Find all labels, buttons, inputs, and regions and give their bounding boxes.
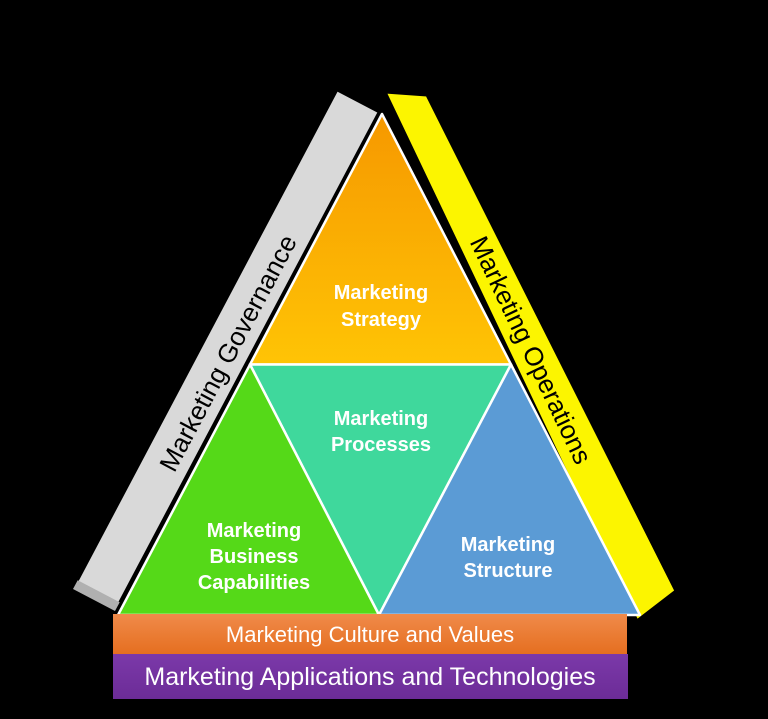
strategy-label-line2: Strategy [341, 309, 422, 331]
processes-label-line2: Processes [331, 434, 431, 456]
applications-technologies-bar-label: Marketing Applications and Technologies [144, 663, 595, 691]
business-capabilities-label-line2: Business [210, 546, 299, 568]
governance-bar-end-shade [73, 580, 120, 611]
structure-label: Marketing Structure [461, 534, 555, 582]
processes-label: Marketing Processes [331, 408, 431, 456]
business-capabilities-label-line1: Marketing [207, 520, 301, 542]
applications-technologies-bar [113, 654, 628, 699]
strategy-label: Marketing Strategy [334, 282, 428, 331]
structure-label-line2: Structure [464, 560, 553, 582]
structure-label-line1: Marketing [461, 534, 555, 556]
strategy-label-line1: Marketing [334, 282, 428, 304]
processes-label-line1: Marketing [334, 408, 428, 430]
culture-values-bar [113, 614, 627, 654]
business-capabilities-label: Marketing Business Capabilities [198, 520, 310, 594]
culture-values-bar-label: Marketing Culture and Values [226, 622, 514, 647]
business-capabilities-label-line3: Capabilities [198, 572, 310, 594]
